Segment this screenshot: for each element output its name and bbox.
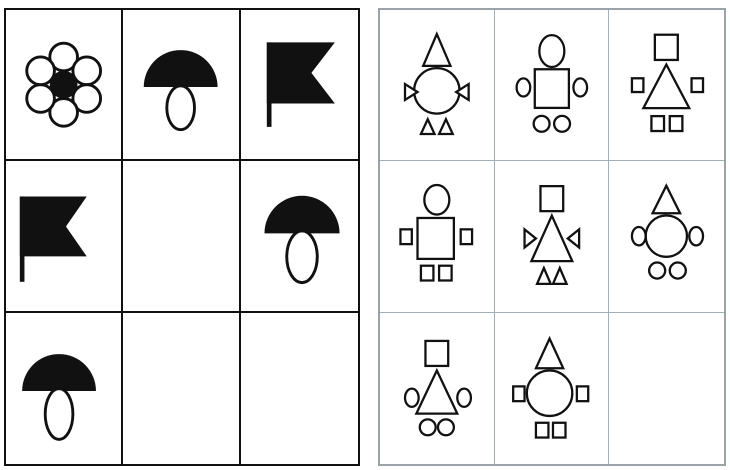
grid-cell[interactable] bbox=[495, 161, 610, 312]
flower-icon bbox=[6, 10, 121, 159]
figure-square-head-triangle-body-circle-arms-circle-feet bbox=[380, 313, 494, 464]
flag-icon bbox=[6, 161, 121, 310]
flag-icon bbox=[241, 10, 358, 159]
grid-cell[interactable] bbox=[241, 10, 358, 161]
grid-cell[interactable] bbox=[241, 161, 358, 312]
figure-triangle-head-circle-body-square-arms-square-feet bbox=[495, 313, 609, 464]
empty-cell[interactable] bbox=[123, 313, 240, 464]
right-puzzle-grid bbox=[378, 8, 726, 466]
figure-square-head-triangle-body-triangle-arms-triangle-feet bbox=[495, 161, 609, 311]
grid-cell[interactable] bbox=[6, 10, 123, 161]
grid-cell[interactable] bbox=[380, 10, 495, 161]
mushroom-icon bbox=[6, 313, 121, 464]
grid-cell[interactable] bbox=[495, 10, 610, 161]
empty-cell[interactable] bbox=[123, 161, 240, 312]
grid-cell[interactable] bbox=[609, 10, 724, 161]
grid-cell[interactable] bbox=[380, 313, 495, 464]
empty-cell[interactable] bbox=[609, 313, 724, 464]
figure-circle-head-square-body-circle-arms-circle-feet bbox=[495, 10, 609, 160]
figure-square-head-triangle-body-square-arms-square-feet bbox=[609, 10, 724, 160]
figure-triangle-head-circle-body-triangle-arms-triangle-feet bbox=[380, 10, 494, 160]
grid-cell[interactable] bbox=[6, 313, 123, 464]
empty-cell[interactable] bbox=[241, 313, 358, 464]
grid-cell[interactable] bbox=[380, 161, 495, 312]
figure-triangle-head-circle-body-circle-arms-circle-feet bbox=[609, 161, 724, 311]
mushroom-icon bbox=[241, 161, 358, 310]
grid-cell[interactable] bbox=[6, 161, 123, 312]
grid-cell[interactable] bbox=[609, 161, 724, 312]
left-puzzle-grid bbox=[4, 8, 360, 466]
grid-cell[interactable] bbox=[123, 10, 240, 161]
figure-circle-head-square-body-square-arms-square-feet bbox=[380, 161, 494, 311]
grid-cell[interactable] bbox=[495, 313, 610, 464]
mushroom-icon bbox=[123, 10, 238, 159]
